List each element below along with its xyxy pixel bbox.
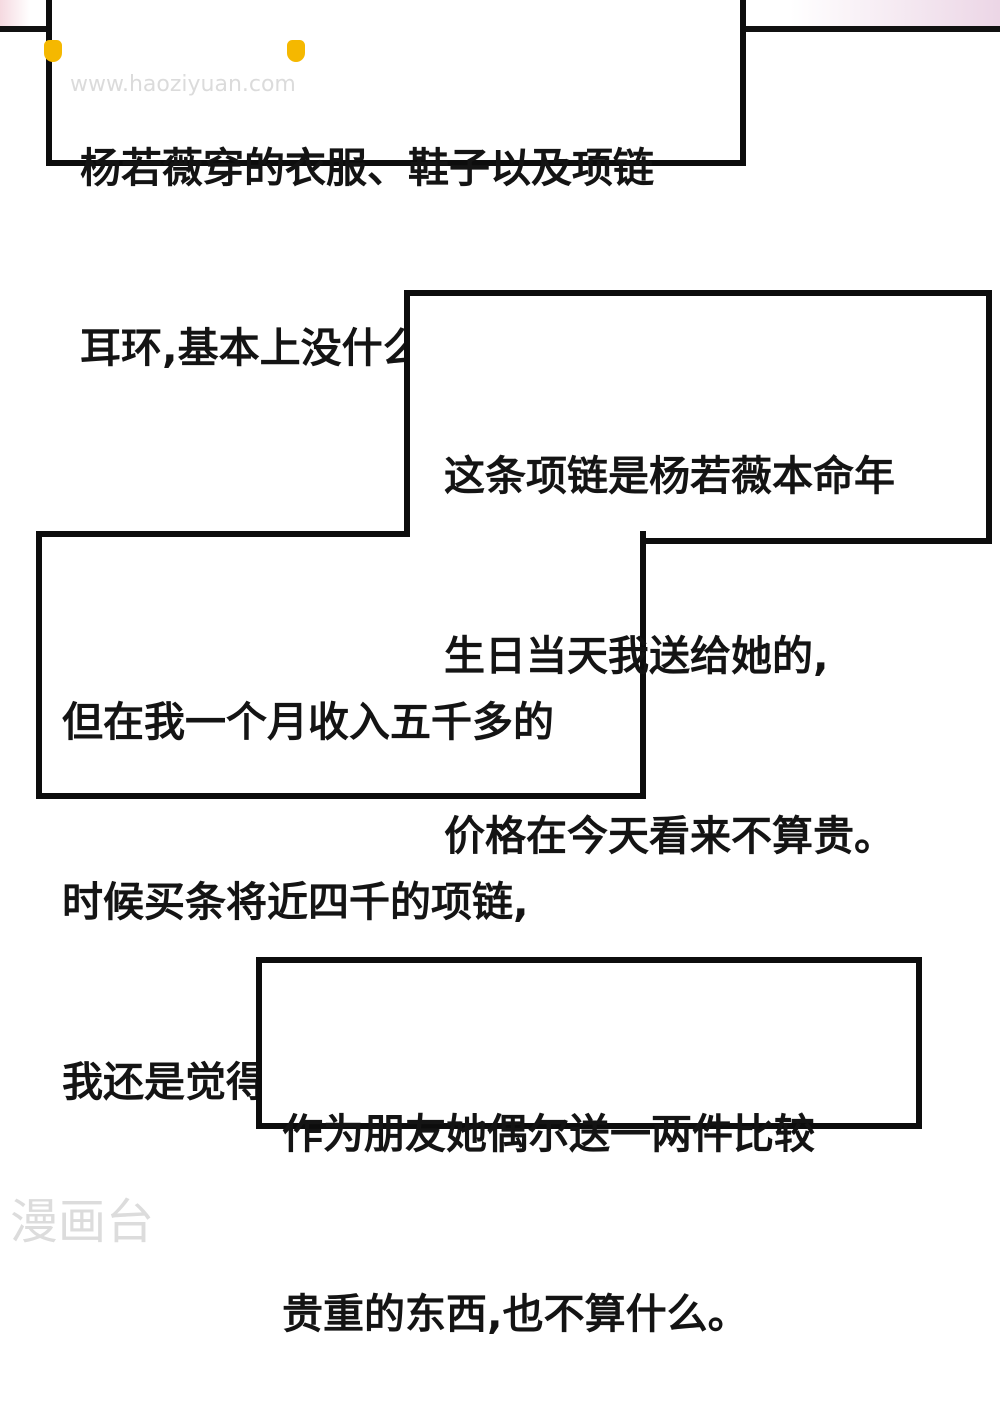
caption-box-4 xyxy=(256,957,922,1129)
site-watermark: 漫画台 xyxy=(10,1194,155,1250)
caption-box-4-text: 作为朋友她偶尔送一两件比较 贵重的东西,也不算什么。 xyxy=(282,984,815,1404)
watermark-flag-icon xyxy=(287,40,305,62)
caption-box-2 xyxy=(404,290,992,544)
caption-line: 贵重的东西,也不算什么。 xyxy=(282,1290,749,1338)
watermark-url: www.haoziyuan.com xyxy=(70,72,296,97)
caption-line: 但在我一个月收入五千多的 xyxy=(62,698,554,746)
box-join-mask xyxy=(410,531,640,545)
watermark-flag-icon xyxy=(44,40,62,62)
panel-border-right xyxy=(740,26,1000,32)
panel-tint-right xyxy=(790,0,1000,26)
caption-line: 杨若薇穿的衣服、鞋子以及项链 xyxy=(80,144,654,192)
caption-box-1 xyxy=(46,0,746,166)
caption-line: 生日当天我送给她的, xyxy=(444,632,829,680)
caption-line: 价格在今天看来不算贵。 xyxy=(444,812,895,860)
caption-box-2-text: 这条项链是杨若薇本命年 生日当天我送给她的, 价格在今天看来不算贵。 xyxy=(444,326,895,926)
panel-tint-left xyxy=(0,0,30,26)
panel-border-left xyxy=(0,26,50,32)
caption-line: 作为朋友她偶尔送一两件比较 xyxy=(282,1110,815,1158)
caption-line: 这条项链是杨若薇本命年 xyxy=(444,452,895,500)
caption-box-3 xyxy=(36,531,646,799)
caption-line: 时候买条将近四千的项链, xyxy=(62,878,529,926)
